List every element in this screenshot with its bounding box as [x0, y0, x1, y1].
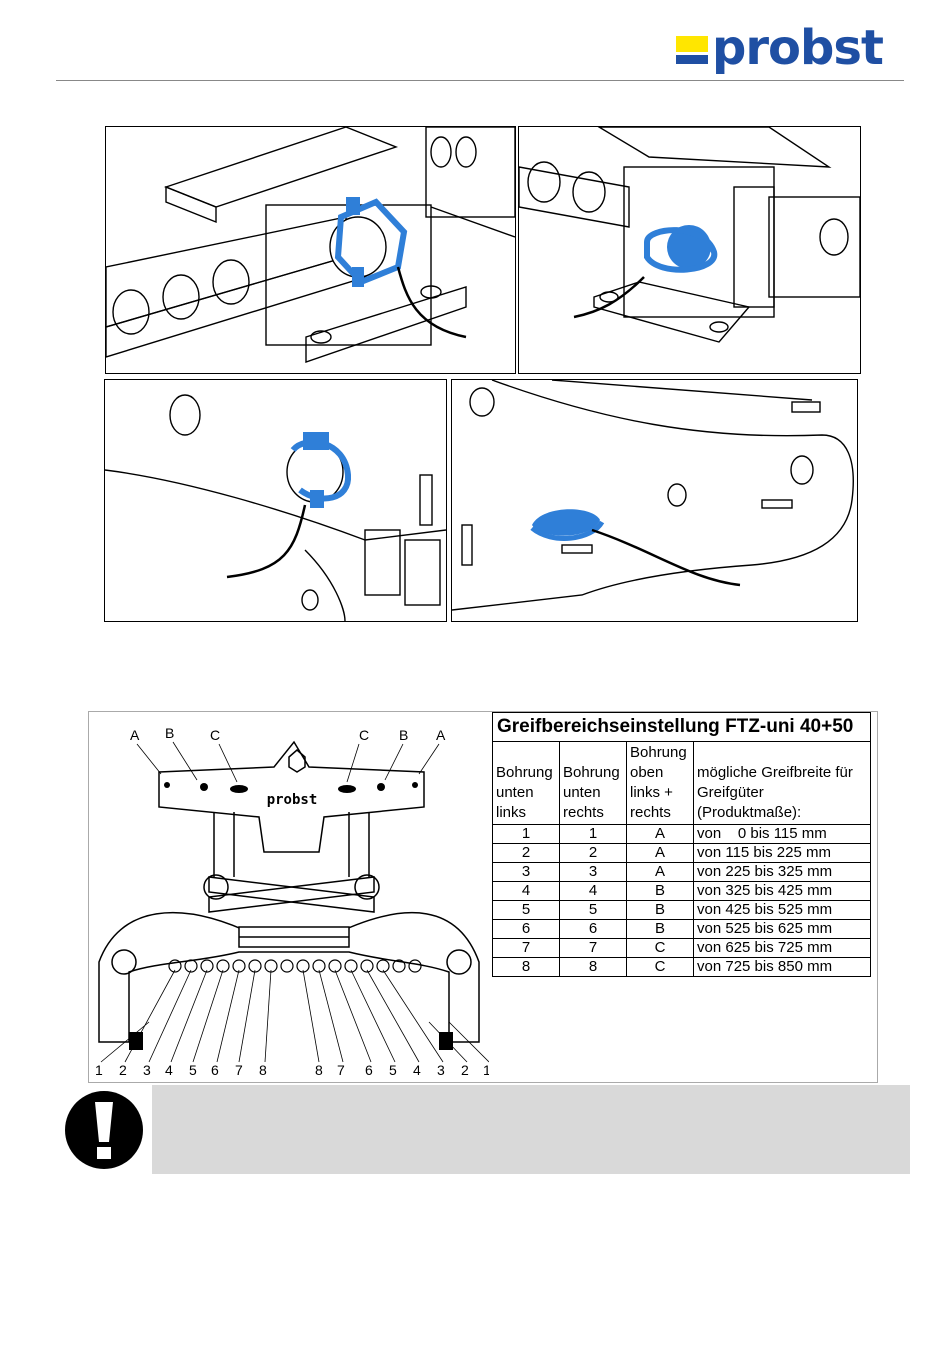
svg-text:8: 8: [259, 1062, 267, 1078]
bottom-hole-row: [168, 959, 422, 973]
header-bohrung-unten-links: Bohrung unten links: [492, 741, 560, 825]
probst-logo: probst: [676, 20, 901, 86]
plate-logo-text: probst: [267, 792, 318, 808]
svg-text:8: 8: [315, 1062, 323, 1078]
exclamation-icon: [64, 1090, 144, 1170]
svg-text:B: B: [399, 727, 408, 743]
table-title: Greifbereichseinstellung FTZ-uni 40+50: [492, 712, 871, 742]
top-hole-labels: A B C C B A: [130, 725, 446, 743]
svg-text:1: 1: [483, 1062, 489, 1078]
svg-text:3: 3: [143, 1062, 151, 1078]
svg-text:6: 6: [365, 1062, 373, 1078]
svg-text:A: A: [436, 727, 446, 743]
svg-text:B: B: [165, 725, 174, 741]
svg-text:5: 5: [189, 1062, 197, 1078]
photo-pin-view-1: [105, 126, 516, 374]
svg-text:4: 4: [413, 1062, 421, 1078]
bottom-hole-labels: 1 2 3 4 5 6 7 8 8 7 6 5 4 3 2 1: [95, 1062, 491, 1078]
safety-pin-illustration: [452, 380, 854, 611]
photo-pin-view-2: [518, 126, 861, 374]
svg-text:5: 5: [389, 1062, 397, 1078]
safety-pin-illustration: [106, 127, 515, 363]
safety-pin-illustration: [105, 394, 446, 621]
logo-text: probst: [712, 20, 884, 76]
header-greifbreite: mögliche Greifbreite für Greifgüter (Pro…: [693, 741, 871, 825]
svg-text:7: 7: [235, 1062, 243, 1078]
svg-text:1: 1: [95, 1062, 103, 1078]
svg-text:4: 4: [165, 1062, 173, 1078]
svg-text:3: 3: [437, 1062, 445, 1078]
gripping-range-table: Greifbereichseinstellung FTZ-uni 40+50 B…: [492, 712, 871, 977]
warning-box: [152, 1085, 910, 1174]
svg-text:A: A: [130, 727, 140, 743]
gripper-drawing: probst A B C C B A 1 2 3 4: [95, 725, 491, 1078]
photo-pin-view-3: [104, 379, 447, 622]
svg-text:2: 2: [119, 1062, 127, 1078]
svg-text:6: 6: [211, 1062, 219, 1078]
header-rule: [56, 80, 904, 81]
logo-mark-icon: [676, 36, 708, 64]
photo-pin-view-4: [451, 379, 858, 622]
header-bohrung-unten-rechts: Bohrung unten rechts: [559, 741, 627, 825]
svg-text:C: C: [359, 727, 369, 743]
safety-pin-illustration: [519, 127, 860, 343]
svg-text:C: C: [210, 727, 220, 743]
header-bohrung-oben: Bohrung oben links + rechts: [626, 741, 694, 825]
svg-text:2: 2: [461, 1062, 469, 1078]
svg-text:7: 7: [337, 1062, 345, 1078]
